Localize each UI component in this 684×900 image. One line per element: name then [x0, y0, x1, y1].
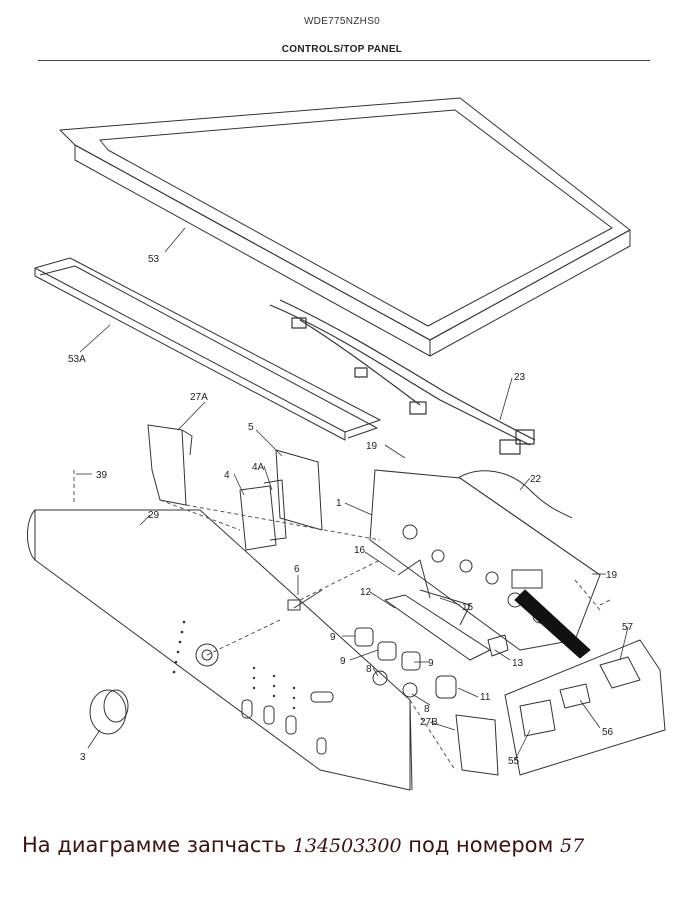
console-housing-part [369, 469, 601, 651]
callout-6: 6 [294, 564, 300, 575]
callout-13: 13 [512, 658, 524, 669]
callout-27b: 27B [420, 717, 438, 728]
callout-53a: 53A [68, 354, 86, 365]
indicator-dots [172, 620, 296, 710]
label-leaders [76, 227, 629, 761]
callout-8-a: 8 [366, 664, 372, 675]
knob-part [89, 689, 129, 735]
callout-53: 53 [148, 254, 160, 265]
panel-strip-part [34, 257, 381, 441]
header-divider [38, 60, 650, 61]
callout-4: 4 [224, 470, 230, 481]
callout-3: 3 [80, 752, 86, 763]
button-parts [354, 627, 509, 699]
callout-16: 16 [354, 545, 366, 556]
bracket-27b-part [455, 714, 499, 776]
callout-9-a: 9 [330, 632, 336, 643]
leader-dashes [73, 470, 611, 771]
callout-19-top: 19 [366, 441, 378, 452]
callout-12: 12 [360, 587, 372, 598]
callout-56: 56 [602, 727, 614, 738]
keypad-part [239, 479, 287, 551]
section-title: CONTROLS/TOP PANEL [281, 44, 403, 55]
callout-23: 23 [514, 372, 526, 383]
callout-9-b: 9 [340, 656, 346, 667]
wire-harness-part [269, 299, 536, 455]
callout-11: 11 [480, 692, 491, 703]
front-console-part [27, 509, 413, 791]
control-board-5-part [275, 449, 323, 531]
callout-39: 39 [96, 470, 108, 481]
callout-4a: 4A [252, 462, 265, 473]
detail-inset [504, 639, 666, 776]
wire-22-part [457, 470, 573, 519]
callout-57: 57 [622, 622, 634, 633]
callout-8-b: 8 [424, 704, 430, 715]
callout-19-right: 19 [606, 570, 618, 581]
light-pipe-part [384, 559, 491, 661]
callout-15: 15 [462, 602, 474, 613]
model-number: WDE775NZHS0 [303, 16, 381, 27]
callout-22: 22 [530, 474, 542, 485]
bracket-27a-part [147, 424, 193, 506]
callout-55: 55 [508, 756, 520, 767]
caption-part-number: 134503300 [292, 835, 402, 857]
callout-arrow [514, 589, 591, 659]
caption-item-number: 57 [560, 835, 585, 857]
callout-1: 1 [336, 498, 342, 509]
callout-labels: 53 53A 23 27A 5 19 39 4A 4 22 1 29 16 6 … [68, 254, 634, 767]
caption-lead: На диаграмме запчасть [22, 833, 293, 857]
callout-29: 29 [148, 510, 160, 521]
shaft-part [287, 589, 323, 611]
callout-9-c: 9 [428, 658, 434, 669]
caption-middle: под номером [401, 833, 561, 857]
caption-note: На диаграмме запчасть 134503300 под номе… [22, 833, 672, 857]
top-panel-part [59, 97, 631, 357]
callout-27a: 27A [190, 392, 208, 403]
callout-5: 5 [248, 422, 254, 433]
